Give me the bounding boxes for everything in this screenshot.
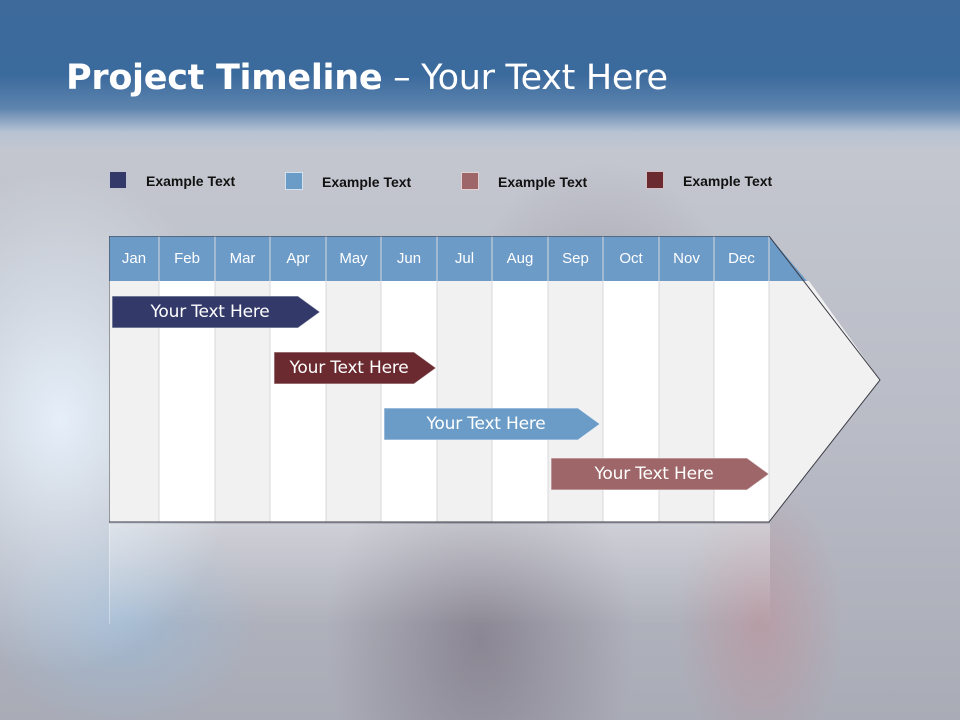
month-label: Feb [174, 250, 200, 267]
bar-label: Your Text Here [150, 302, 270, 322]
bar-arrow [274, 352, 436, 384]
legend-label: Example Text [146, 173, 236, 189]
month-label: Jan [121, 250, 147, 267]
month-label: Dec [728, 250, 755, 267]
month-label: Jul [454, 250, 475, 267]
legend-swatch [461, 172, 479, 190]
bar-shape [384, 408, 600, 440]
bar-label: Your Text Here [594, 464, 714, 484]
legend-swatch [285, 172, 303, 190]
legend-label: Example Text [683, 173, 773, 189]
timeline-bar[interactable]: Your Text Here [112, 296, 320, 328]
bar-shape [274, 352, 436, 384]
bar-arrow [551, 458, 769, 490]
title-bold: Project Timeline [66, 58, 383, 98]
month-header-band [109, 236, 807, 281]
legend-swatch [109, 171, 127, 189]
title-rest: – Your Text Here [382, 58, 668, 98]
month-label: Apr [286, 250, 310, 267]
bar-shape [551, 458, 769, 490]
header-band [0, 0, 960, 150]
timeline-bar[interactable]: Your Text Here [384, 408, 600, 440]
legend-swatch [646, 171, 664, 189]
timeline-reflection [109, 524, 770, 624]
month-column-shade [437, 281, 492, 522]
timeline-bar[interactable]: Your Text Here [551, 458, 769, 490]
month-label: Jun [396, 250, 422, 267]
arrow-head-shade [769, 281, 880, 522]
month-label: Mar [229, 250, 256, 267]
slide-title[interactable]: Project Timeline – Your Text Here [66, 58, 668, 98]
bar-shape [112, 296, 320, 328]
timeline-bar[interactable]: Your Text Here [274, 352, 436, 384]
bar-label: Your Text Here [289, 358, 409, 378]
month-label: Sep [562, 250, 589, 267]
bar-label: Your Text Here [426, 414, 546, 434]
bar-arrow [112, 296, 320, 328]
month-label: Oct [619, 250, 643, 267]
month-label: Nov [673, 250, 700, 267]
bar-arrow [384, 408, 600, 440]
month-column-shade [326, 281, 381, 522]
timeline-outline [109, 236, 881, 523]
legend-label: Example Text [498, 174, 588, 190]
month-label: May [339, 250, 368, 267]
legend-label: Example Text [322, 174, 412, 190]
month-label: Aug [506, 250, 534, 267]
